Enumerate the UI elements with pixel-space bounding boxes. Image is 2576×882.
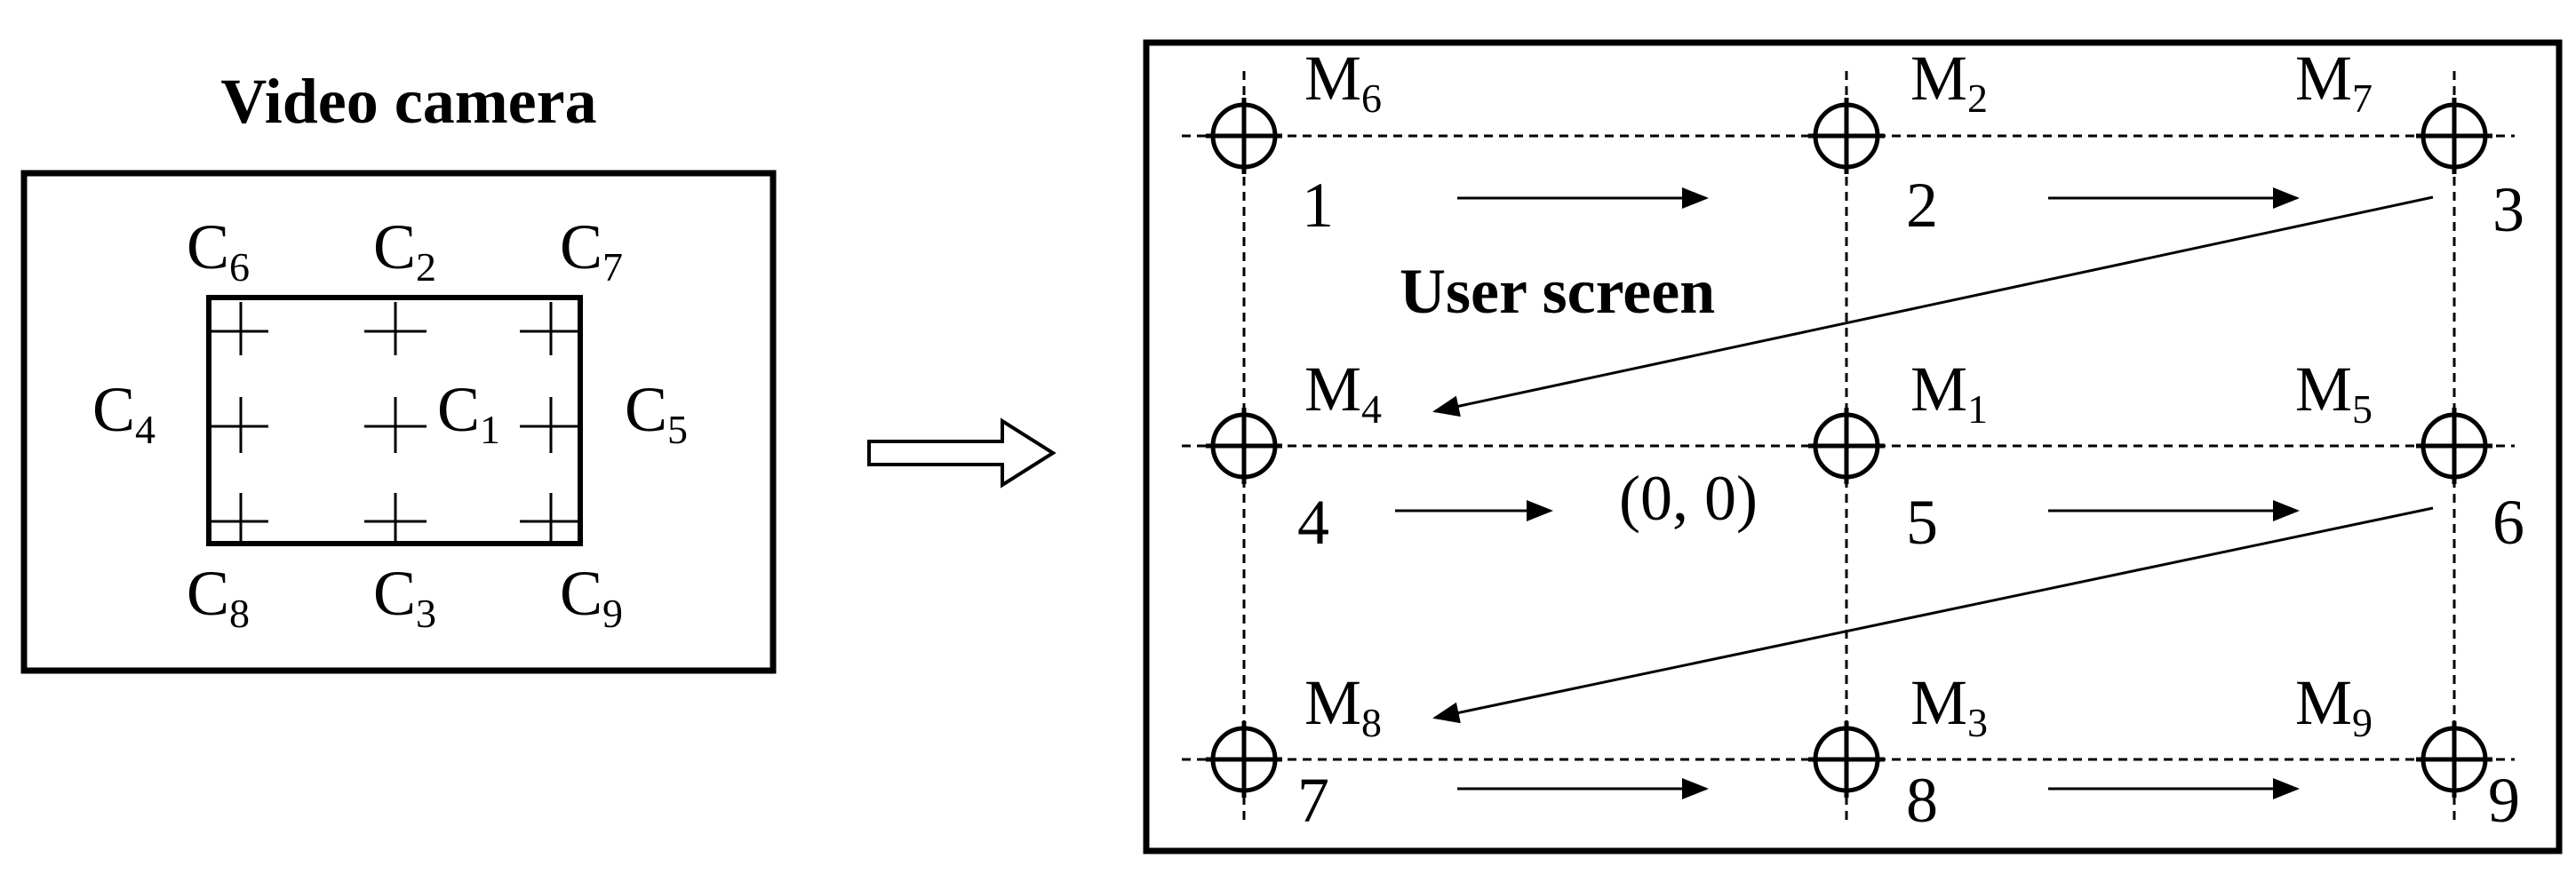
target-icon (2416, 408, 2492, 484)
sequence-number: 8 (1906, 765, 1938, 836)
marker-label: M1 (1910, 354, 1988, 432)
marker-label: M9 (2295, 667, 2373, 745)
target-icon (1808, 98, 1885, 174)
target-icon (1808, 721, 1885, 798)
target-icon (1206, 98, 1282, 174)
target-icon (1206, 408, 1282, 484)
camera-crosshairs (210, 302, 579, 543)
sequence-number: 6 (2492, 487, 2524, 558)
camera-point-label: C9 (560, 558, 623, 636)
target-icon (2416, 721, 2492, 798)
marker-target-icons (1206, 98, 2492, 798)
camera-point-label: C6 (187, 211, 250, 290)
sequence-number: 4 (1297, 487, 1329, 558)
camera-point-label: C2 (373, 211, 436, 290)
camera-point-label: C8 (187, 558, 250, 636)
camera-point-label: C7 (560, 211, 623, 290)
camera-frame (20, 170, 777, 674)
origin-label: (0, 0) (1619, 463, 1758, 534)
sequence-number: 2 (1906, 170, 1938, 241)
marker-label: M7 (2295, 43, 2373, 121)
sequence-number: 1 (1302, 170, 1334, 241)
screen-title: User screen (1400, 256, 1715, 327)
marker-label: M5 (2295, 354, 2373, 432)
camera-point-label: C3 (373, 558, 436, 636)
arrow-6-7 (1432, 506, 2434, 724)
sequence-number: 3 (2492, 174, 2524, 245)
camera-point-label: C1 (437, 374, 500, 452)
arrow-3-4 (1432, 195, 2434, 417)
user-screen-panel: User screen (0, 0) M6 M2 M7 M4 M1 M5 M8 … (1143, 39, 2563, 854)
marker-label: M3 (1910, 667, 1988, 745)
sequence-number: 7 (1297, 765, 1329, 836)
camera-point-label: C5 (625, 374, 688, 452)
marker-label: M6 (1304, 43, 1382, 121)
video-camera-panel: Video camera C6 C2 C7 C4 C1 C5 C8 C3 C9 (20, 66, 777, 674)
marker-label: M8 (1304, 667, 1382, 745)
screen-frame (1143, 39, 2563, 854)
camera-point-label: C4 (92, 374, 156, 452)
camera-capture-area (206, 295, 583, 546)
transform-arrow-icon (867, 417, 1057, 489)
sequence-number: 9 (2488, 765, 2520, 836)
sequence-number: 5 (1906, 487, 1938, 558)
marker-label: M4 (1304, 354, 1382, 432)
target-icon (1808, 408, 1885, 484)
marker-label: M2 (1910, 43, 1988, 121)
target-icon (2416, 98, 2492, 174)
target-icon (1206, 721, 1282, 798)
sequence-arrows (1395, 187, 2434, 799)
camera-title: Video camera (220, 66, 596, 137)
